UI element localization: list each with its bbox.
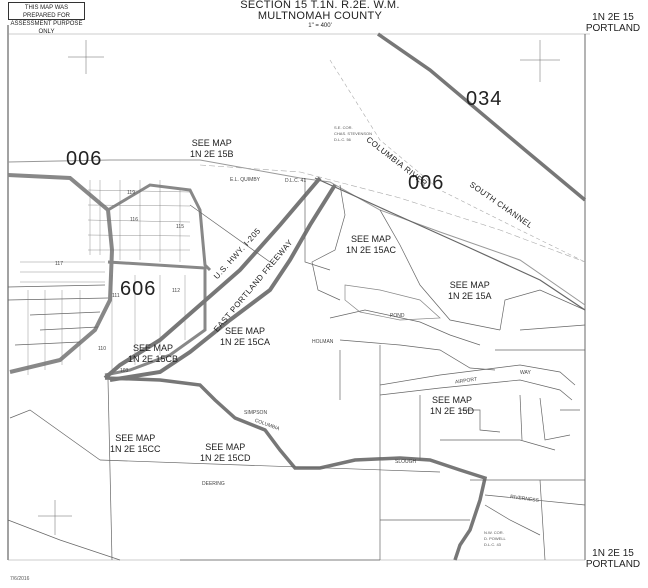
river-south-shore bbox=[314, 177, 586, 311]
map-id-bottom-line-1: 1N 2E 15 bbox=[592, 548, 634, 559]
pond-outline bbox=[344, 284, 441, 321]
map-header: SECTION 15 T.1N. R.2E. W.M. MULTNOMAH CO… bbox=[200, 0, 440, 30]
map-scale: 1" = 400' bbox=[308, 23, 332, 29]
label-pond: POND bbox=[390, 313, 405, 319]
tax-code-boundary-606-upper bbox=[107, 183, 212, 272]
freeway-outline-east bbox=[109, 183, 337, 382]
label-quimby: E.L. QUIMBY bbox=[230, 177, 261, 183]
lot-115: 115 bbox=[176, 224, 184, 230]
label-deering: DEERING bbox=[202, 481, 225, 487]
corner-tick-ne bbox=[520, 40, 560, 82]
dashed-channel-line bbox=[199, 164, 586, 263]
freeway-outline-west bbox=[103, 176, 322, 380]
label-dlc41: D.L.C. 41 bbox=[285, 178, 307, 184]
river-bank-north bbox=[377, 32, 587, 202]
label-way: WAY bbox=[520, 370, 531, 376]
notice-line-1: THIS MAP WAS PREPARED FOR bbox=[23, 5, 70, 19]
lot-111: 111 bbox=[112, 293, 120, 299]
parcel-lines bbox=[7, 178, 586, 561]
tax-code-006-left: 006 bbox=[66, 148, 103, 170]
map-id-bottom: 1N 2E 15 PORTLAND bbox=[578, 548, 648, 570]
columbia-slough bbox=[104, 376, 488, 561]
corner-tick-sw bbox=[38, 500, 72, 535]
date-stamp: 7/6/2016 bbox=[10, 576, 30, 582]
label-slough: SLOUGH bbox=[395, 459, 417, 465]
lot-119: 119 bbox=[127, 190, 135, 196]
lot-110: 110 bbox=[98, 346, 106, 352]
tax-code-606: 606 bbox=[120, 278, 157, 300]
notice-line-2: ASSESSMENT PURPOSE ONLY bbox=[10, 21, 83, 35]
tax-code-034: 034 bbox=[466, 88, 503, 110]
dashed-river-centerline bbox=[329, 59, 586, 263]
map-id-top-line-1: 1N 2E 15 bbox=[592, 12, 634, 23]
tax-code-boundary-inner bbox=[104, 260, 207, 377]
lot-grid-west bbox=[20, 180, 191, 375]
lot-116: 116 bbox=[130, 217, 138, 223]
county-name: MULTNOMAH COUNTY bbox=[257, 10, 383, 22]
label-holman: HOLMAN bbox=[312, 339, 334, 345]
map-id-top: 1N 2E 15 PORTLAND bbox=[578, 12, 648, 34]
river-bank-south bbox=[7, 159, 586, 306]
lot-103: 103 bbox=[120, 368, 129, 374]
lot-112: 112 bbox=[172, 288, 180, 294]
assessment-notice: THIS MAP WAS PREPARED FOR ASSESSMENT PUR… bbox=[8, 2, 85, 35]
map-id-bottom-line-2: PORTLAND bbox=[585, 559, 641, 570]
tax-code-boundary-606 bbox=[7, 173, 115, 374]
tax-code-006-right: 006 bbox=[408, 172, 445, 194]
label-simpson: SIMPSON bbox=[244, 410, 268, 416]
map-id-top-line-2: PORTLAND bbox=[585, 23, 641, 34]
corner-tick-nw bbox=[68, 40, 104, 74]
lot-117: 117 bbox=[55, 261, 63, 267]
section-title: SECTION 15 T.1N. R.2E. W.M. bbox=[240, 0, 400, 11]
